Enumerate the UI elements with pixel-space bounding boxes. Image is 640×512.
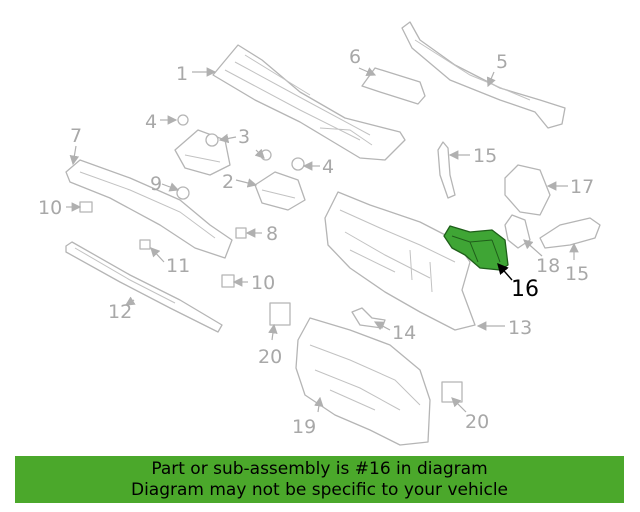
callout-4a: 4 [145, 111, 157, 133]
part-19-lower-panel [295, 317, 431, 446]
callout-15b: 15 [565, 263, 589, 285]
callout-7: 7 [70, 125, 82, 147]
part-5-upper-bar [401, 21, 566, 129]
part-2-bracket [174, 129, 306, 211]
callout-18: 18 [536, 255, 560, 277]
callout-15a: 15 [473, 145, 497, 167]
callout-11: 11 [166, 255, 190, 277]
callout-8: 8 [266, 223, 278, 245]
part-7-crossbar [65, 159, 233, 259]
callout-4b: 4 [322, 156, 334, 178]
callout-19: 19 [292, 416, 316, 438]
part-1-cowl-panel [212, 44, 406, 161]
callout-9: 9 [150, 173, 162, 195]
callout-17: 17 [570, 176, 594, 198]
info-banner: Part or sub-assembly is #16 in diagram D… [15, 456, 624, 503]
callout-10b: 10 [251, 272, 275, 294]
callout-13: 13 [508, 317, 532, 339]
part-13-dash-panel [324, 191, 476, 331]
callout-14: 14 [392, 322, 416, 344]
callout-16-highlighted: 16 [511, 277, 539, 302]
banner-line-1: Part or sub-assembly is #16 in diagram [151, 458, 488, 479]
callout-10a: 10 [38, 197, 62, 219]
part-15-bracket-b [539, 217, 601, 249]
part-12-rail [65, 241, 223, 333]
part-15-bracket-a [437, 141, 456, 199]
leader-lines [66, 67, 579, 413]
callout-5: 5 [496, 51, 508, 73]
part-17-bracket [504, 164, 551, 216]
part-18-bracket [504, 214, 531, 249]
callout-1: 1 [176, 63, 188, 85]
callout-2: 2 [222, 171, 234, 193]
callout-labels: 1 2 3 4 4 5 6 7 8 9 10 10 11 12 13 14 15… [38, 46, 594, 438]
callout-12: 12 [108, 301, 132, 323]
callout-3: 3 [238, 126, 250, 148]
callout-20a: 20 [258, 346, 282, 368]
banner-line-2: Diagram may not be specific to your vehi… [130, 479, 508, 500]
parts-diagram: 1 2 3 4 4 5 6 7 8 9 10 10 11 12 13 14 15… [38, 21, 601, 446]
callout-20b: 20 [465, 411, 489, 433]
callout-6: 6 [349, 46, 361, 68]
